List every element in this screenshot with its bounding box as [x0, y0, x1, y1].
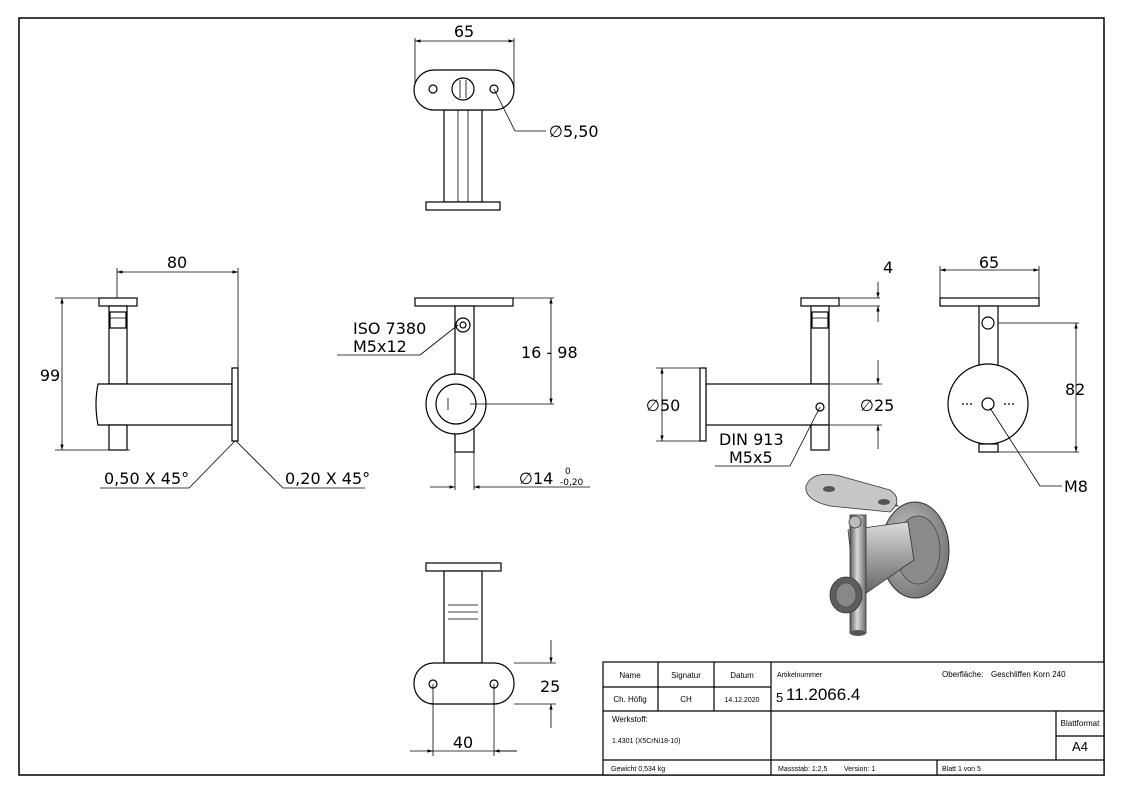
- setscrew-label-1: DIN 913: [719, 430, 784, 449]
- dim-right-height: 82: [1065, 380, 1085, 399]
- title-col-datum: Datum: [730, 671, 754, 680]
- title-signatur-value: CH: [680, 695, 692, 704]
- title-artikel-number: 11.2066.4: [786, 685, 860, 704]
- title-name-value: Ch. Höfig: [613, 695, 646, 704]
- dim-plate-thickness: 4: [883, 258, 893, 277]
- setscrew-label-2: M5x5: [729, 448, 773, 467]
- title-werkstoff-label: Werkstoff:: [612, 715, 648, 724]
- title-col-name: Name: [619, 671, 641, 680]
- dim-bottom-height: 25: [540, 677, 560, 696]
- dim-tube-dia-right: ∅25: [860, 396, 894, 415]
- dim-right-width: 65: [979, 253, 999, 272]
- sheet-border: [18, 17, 1105, 776]
- dim-pin-tol-upper: 0: [565, 467, 571, 477]
- dim-thread: M8: [1064, 477, 1088, 496]
- dim-side-width: 80: [167, 253, 187, 272]
- bottom-view: 25 40: [410, 562, 560, 756]
- title-artikel-label: Artikelnummer: [777, 672, 823, 679]
- title-block: Name Signatur Datum Ch. Höfig CH 14.12.2…: [602, 661, 1105, 776]
- dim-bottom-hole-spacing: 40: [453, 733, 473, 752]
- dim-side-height: 99: [40, 366, 60, 385]
- left-side-view: 80 99 0,50 X 45° 0,20 X 45°: [40, 253, 370, 489]
- dim-pin-dia: ∅14: [519, 469, 553, 488]
- screw-label-1: ISO 7380: [353, 319, 426, 338]
- end-view: 65 82 M8: [939, 253, 1088, 496]
- screw-label-2: M5x12: [353, 337, 407, 356]
- dim-hole-dia: ∅5,50: [549, 122, 599, 141]
- title-massstab: Massstab: 1:2,5: [778, 766, 828, 773]
- dim-tube-dia-left: ∅50: [646, 396, 680, 415]
- title-blatt: Blatt 1 von 5: [942, 766, 981, 773]
- title-col-signatur: Signatur: [671, 671, 701, 680]
- title-blattformat-label: Blattformat: [1061, 719, 1100, 728]
- isometric-view: [805, 473, 950, 636]
- dim-adjust-range: 16 - 98: [521, 343, 578, 362]
- title-werkstoff-value: 1.4301 (X5CrNi18-10): [612, 738, 680, 745]
- dim-pin-tol-lower: -0,20: [560, 478, 584, 488]
- dim-chamfer-right: 0,20 X 45°: [285, 469, 370, 488]
- title-artikel-prefix: 5: [776, 690, 783, 705]
- title-version: Version: 1: [844, 766, 875, 773]
- dim-top-width: 65: [454, 22, 474, 41]
- dim-chamfer-left: 0,50 X 45°: [104, 469, 189, 488]
- top-view: 65 ∅5,50: [413, 22, 599, 211]
- right-side-view: 4 ∅50 ∅25 DIN 913 M5x5: [646, 258, 894, 467]
- title-datum-value: 14.12.2020: [724, 697, 759, 704]
- front-view: 16 - 98 ISO 7380 M5x12 ∅14 0 -0,20: [337, 297, 590, 490]
- title-blattformat-value: A4: [1072, 739, 1088, 754]
- title-oberflaeche-label: Oberfläche:: [942, 670, 983, 679]
- title-gewicht: Gewicht 0,534 kg: [611, 766, 665, 773]
- title-oberflaeche-value: Geschliffen Korn 240: [991, 670, 1066, 679]
